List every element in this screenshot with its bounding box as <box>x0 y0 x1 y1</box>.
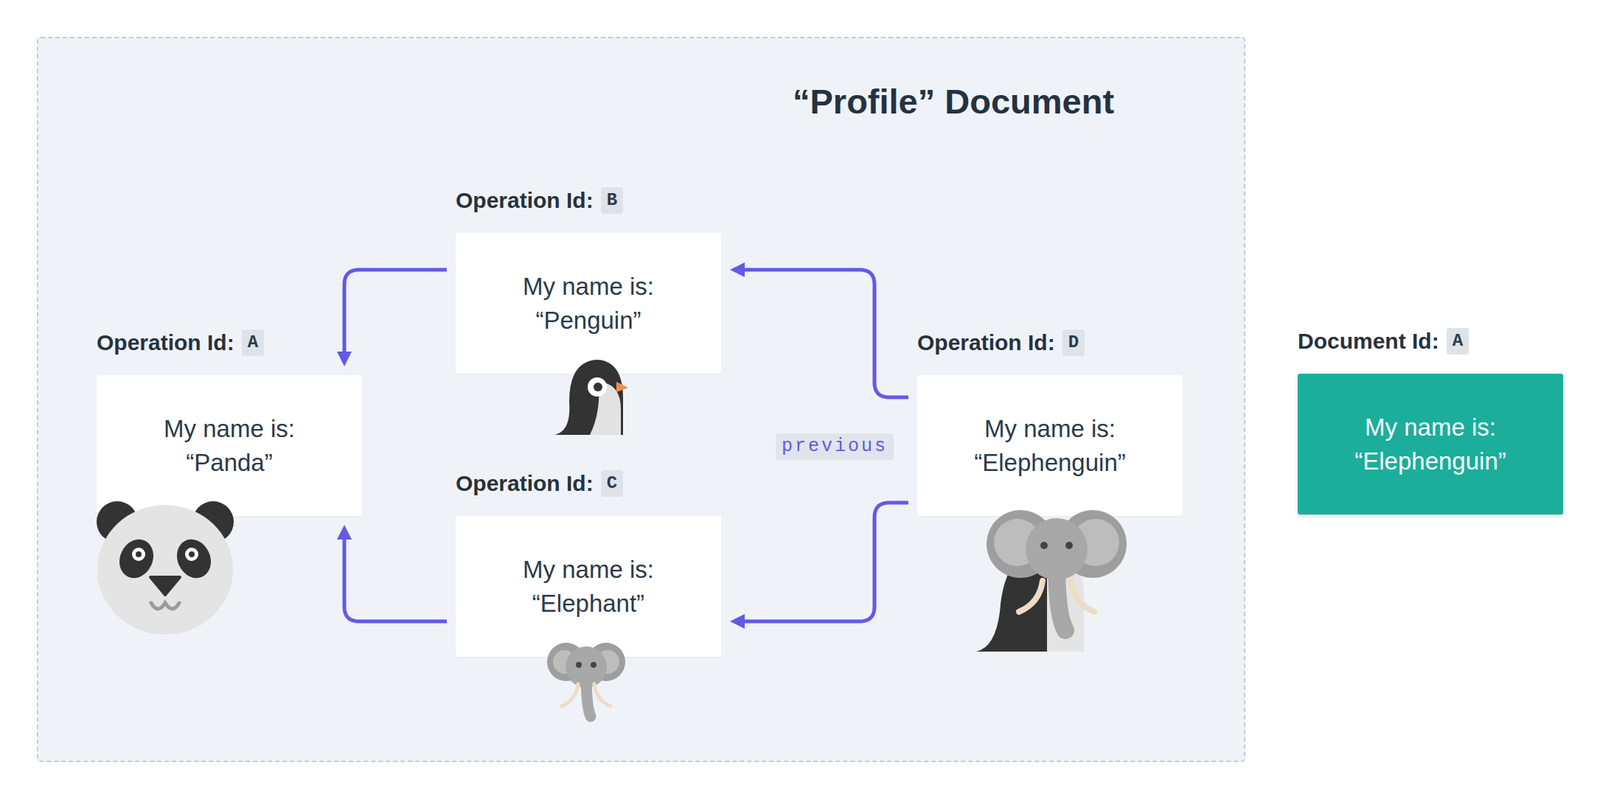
body-text: My name is: “Elephant” <box>492 552 685 621</box>
operation-heading: Operation Id:A <box>96 328 264 358</box>
body-text: My name is: “Panda” <box>133 412 326 480</box>
body-text: My name is: “Penguin” <box>492 269 685 338</box>
elephant-icon <box>547 642 626 717</box>
body-text: My name is: “Elephenguin” <box>954 412 1146 480</box>
head-text: Document Id: <box>1297 328 1440 354</box>
region-title: “Profile” Document <box>792 81 1115 123</box>
head-text: Operation Id: <box>96 330 235 356</box>
operation-box: Operation Id:DMy name is: “Elephenguin” <box>917 375 1183 517</box>
penguin-icon <box>554 359 629 436</box>
head-text: Operation Id: <box>455 471 594 497</box>
id-badge: A <box>1446 328 1469 355</box>
operation-heading: Operation Id:B <box>455 185 624 216</box>
previous-connector <box>740 502 909 622</box>
id-badge: C <box>600 470 624 497</box>
operation-heading: Document Id:A <box>1297 326 1469 357</box>
elephenguin-icon <box>976 510 1127 652</box>
operation-box: Operation Id:AMy name is: “Panda” <box>96 375 363 517</box>
panda-icon <box>96 501 234 635</box>
head-text: Operation Id: <box>455 188 594 214</box>
id-badge: D <box>1062 329 1085 357</box>
head-text: Operation Id: <box>917 330 1056 356</box>
id-badge: B <box>600 187 624 214</box>
document-box: Document Id:AMy name is: “Elephenguin” <box>1297 373 1564 515</box>
edge-caption: previous <box>775 433 894 461</box>
operation-box: Operation Id:BMy name is: “Penguin” <box>455 232 722 374</box>
previous-connector <box>344 269 447 357</box>
previous-connector <box>740 269 909 398</box>
previous-connector <box>344 535 447 622</box>
body-text: My name is: “Elephenguin” <box>1334 410 1527 479</box>
operation-box: Operation Id:CMy name is: “Elephant” <box>455 516 722 657</box>
document-region: “Profile” DocumentOperation Id:AMy name … <box>36 36 1246 763</box>
id-badge: A <box>241 329 264 357</box>
operation-heading: Operation Id:D <box>917 328 1085 358</box>
operation-heading: Operation Id:C <box>455 468 624 499</box>
